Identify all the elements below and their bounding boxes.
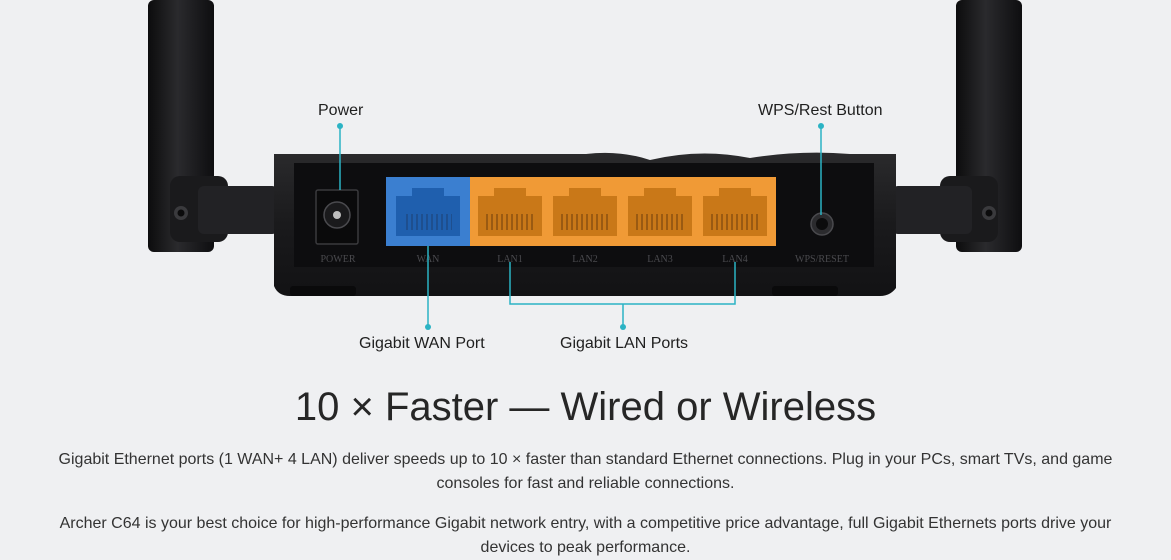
wps-callout-dot [818,123,824,129]
wan-callout-dot [425,324,431,330]
lan-port-2 [553,188,617,236]
right-antenna [892,0,1022,252]
power-callout-dot [337,123,343,129]
port-label-lan2: LAN2 [572,254,598,265]
power-callout-label: Power [318,102,364,119]
lan-callout-label: Gigabit LAN Ports [560,335,689,352]
lan-port-1 [478,188,542,236]
product-hero: POWER WAN LAN1 LAN2 LAN3 LAN4 WPS/RESET … [148,0,1022,352]
feature-description-2: Archer C64 is your best choice for high-… [59,515,1112,556]
wps-callout-label: WPS/Rest Button [758,102,883,119]
lan-callout-dot [620,324,626,330]
callout-dots [337,123,824,330]
lan-port-block [470,177,776,246]
port-label-lan1: LAN1 [497,254,523,265]
left-antenna [148,0,278,252]
callout-lines [339,127,822,326]
lan-port-4 [703,188,767,236]
port-label-lan3: LAN3 [647,254,673,265]
port-label-wps-reset: WPS/RESET [795,254,849,265]
port-label-lan4: LAN4 [722,254,748,265]
feature-headline: 10 × Faster — Wired or Wireless [294,385,877,429]
feature-description-1: Gigabit Ethernet ports (1 WAN+ 4 LAN) de… [58,451,1113,492]
router-rear-illustration: POWER WAN LAN1 LAN2 LAN3 LAN4 WPS/RESET [148,0,1022,330]
wps-reset-button [810,212,834,236]
wan-callout-label: Gigabit WAN Port [359,335,485,352]
wan-port [386,177,470,246]
power-jack [315,189,359,245]
port-label-power: POWER [321,254,356,265]
lan-port-3 [628,188,692,236]
